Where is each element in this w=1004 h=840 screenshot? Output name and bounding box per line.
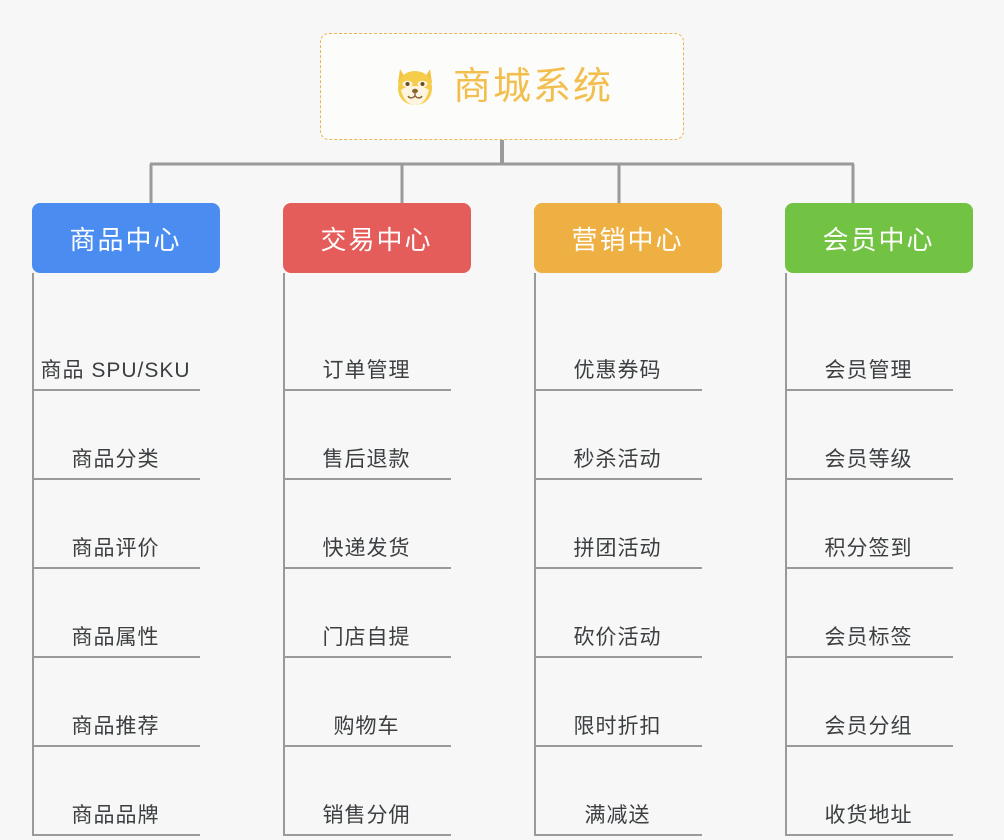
shiba-dog-face-icon bbox=[391, 63, 439, 111]
leaf-item[interactable]: 拼团活动 bbox=[533, 480, 702, 569]
column-header-4[interactable]: 会员中心 bbox=[784, 203, 973, 273]
leaf-item-label: 限时折扣 bbox=[573, 714, 662, 738]
root-node[interactable]: 商城系统 bbox=[320, 33, 684, 140]
leaf-item[interactable]: 会员分组 bbox=[784, 658, 953, 747]
leaf-item-label: 满减送 bbox=[584, 803, 651, 827]
leaf-list-1: 商品 SPU/SKU 商品分类商品评价商品属性商品推荐商品品牌 bbox=[31, 273, 220, 836]
leaf-item[interactable]: 商品属性 bbox=[31, 569, 200, 658]
column-4: 会员中心会员管理会员等级积分签到会员标签会员分组收货地址 bbox=[753, 203, 1004, 836]
leaf-item-label: 门店自提 bbox=[322, 625, 411, 649]
leaf-item[interactable]: 售后退款 bbox=[282, 391, 451, 480]
leaf-item-label: 商品品牌 bbox=[71, 803, 160, 827]
leaf-item-label: 快递发货 bbox=[322, 536, 411, 560]
leaf-item[interactable]: 限时折扣 bbox=[533, 658, 702, 747]
leaf-item-label: 会员管理 bbox=[824, 358, 913, 382]
leaf-item[interactable]: 会员等级 bbox=[784, 391, 953, 480]
leaf-item-label: 秒杀活动 bbox=[573, 447, 662, 471]
leaf-item[interactable]: 砍价活动 bbox=[533, 569, 702, 658]
leaf-item[interactable]: 商品分类 bbox=[31, 391, 200, 480]
leaf-item-label: 收货地址 bbox=[824, 803, 913, 827]
column-header-2[interactable]: 交易中心 bbox=[282, 203, 471, 273]
leaf-item-label: 商品 SPU/SKU bbox=[40, 358, 191, 382]
leaf-item[interactable]: 快递发货 bbox=[282, 480, 451, 569]
column-1: 商品中心商品 SPU/SKU 商品分类商品评价商品属性商品推荐商品品牌 bbox=[0, 203, 251, 836]
leaf-item-label: 会员分组 bbox=[824, 714, 913, 738]
leaf-list-4: 会员管理会员等级积分签到会员标签会员分组收货地址 bbox=[784, 273, 973, 836]
leaf-item[interactable]: 满减送 bbox=[533, 747, 702, 836]
leaf-item-label: 销售分佣 bbox=[322, 803, 411, 827]
leaf-item-label: 会员标签 bbox=[824, 625, 913, 649]
leaf-item-label: 售后退款 bbox=[322, 447, 411, 471]
leaf-item-label: 拼团活动 bbox=[573, 536, 662, 560]
leaf-item[interactable]: 商品评价 bbox=[31, 480, 200, 569]
column-header-3[interactable]: 营销中心 bbox=[533, 203, 722, 273]
leaf-item[interactable]: 购物车 bbox=[282, 658, 451, 747]
leaf-item-label: 砍价活动 bbox=[573, 625, 662, 649]
leaf-item-label: 商品属性 bbox=[71, 625, 160, 649]
leaf-item-label: 优惠券码 bbox=[573, 358, 662, 382]
leaf-item[interactable]: 商品品牌 bbox=[31, 747, 200, 836]
leaf-item[interactable]: 会员管理 bbox=[784, 302, 953, 391]
leaf-item-label: 商品推荐 bbox=[71, 714, 160, 738]
column-header-1[interactable]: 商品中心 bbox=[31, 203, 220, 273]
column-3: 营销中心优惠券码秒杀活动拼团活动砍价活动限时折扣满减送 bbox=[502, 203, 753, 836]
leaf-item[interactable]: 优惠券码 bbox=[533, 302, 702, 391]
leaf-item[interactable]: 商品 SPU/SKU bbox=[31, 302, 200, 391]
column-2: 交易中心订单管理售后退款快递发货门店自提购物车销售分佣 bbox=[251, 203, 502, 836]
leaf-item-label: 商品分类 bbox=[71, 447, 160, 471]
leaf-item[interactable]: 订单管理 bbox=[282, 302, 451, 391]
leaf-item[interactable]: 积分签到 bbox=[784, 480, 953, 569]
leaf-list-3: 优惠券码秒杀活动拼团活动砍价活动限时折扣满减送 bbox=[533, 273, 722, 836]
leaf-item-label: 商品评价 bbox=[71, 536, 160, 560]
leaf-item[interactable]: 商品推荐 bbox=[31, 658, 200, 747]
leaf-item-label: 积分签到 bbox=[824, 536, 913, 560]
leaf-item[interactable]: 门店自提 bbox=[282, 569, 451, 658]
root-title: 商城系统 bbox=[452, 65, 613, 108]
leaf-item[interactable]: 销售分佣 bbox=[282, 747, 451, 836]
leaf-item-label: 购物车 bbox=[333, 714, 400, 738]
leaf-item-label: 会员等级 bbox=[824, 447, 913, 471]
leaf-item[interactable]: 会员标签 bbox=[784, 569, 953, 658]
root-node-wrapper: 商城系统 bbox=[0, 33, 1004, 140]
leaf-item[interactable]: 收货地址 bbox=[784, 747, 953, 836]
leaf-item-label: 订单管理 bbox=[322, 358, 411, 382]
leaf-list-2: 订单管理售后退款快递发货门店自提购物车销售分佣 bbox=[282, 273, 471, 836]
leaf-item[interactable]: 秒杀活动 bbox=[533, 391, 702, 480]
